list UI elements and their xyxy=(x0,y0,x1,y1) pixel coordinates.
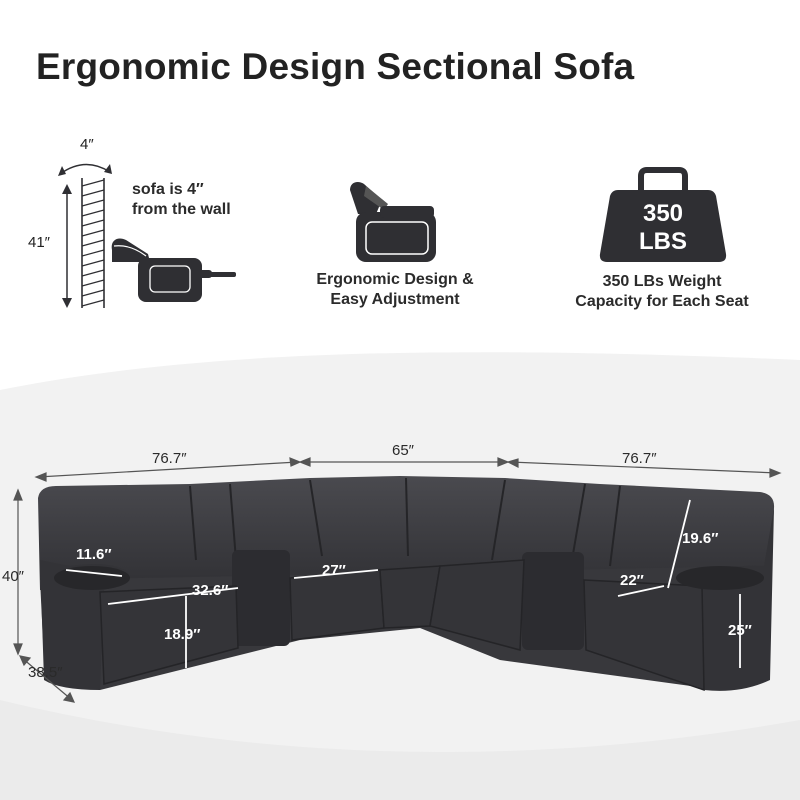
seat-width-left-label: 32.6″ xyxy=(192,582,229,599)
arm-height-label: 25″ xyxy=(728,622,752,639)
wall-text-line2: from the wall xyxy=(132,201,231,218)
wall-height-label: 41″ xyxy=(28,234,50,251)
height-label: 40″ xyxy=(2,568,24,585)
page-title: Ergonomic Design Sectional Sofa xyxy=(36,46,635,87)
weight-line2: Capacity for Each Seat xyxy=(575,293,749,310)
ergonomic-line2: Easy Adjustment xyxy=(330,291,460,308)
weight-badge-unit: LBS xyxy=(639,228,687,255)
right-width-label: 76.7″ xyxy=(622,450,657,467)
wall-gap-label: 4″ xyxy=(80,136,94,153)
left-width-label: 76.7″ xyxy=(152,450,187,467)
ergonomic-text: Ergonomic Design & Easy Adjustment xyxy=(290,270,500,310)
arm-width-label: 11.6″ xyxy=(76,546,112,563)
depth-label: 38.5″ xyxy=(28,664,63,681)
seat-height-label: 18.9″ xyxy=(164,626,201,643)
wall-distance-text: sofa is 4″ from the wall xyxy=(132,180,231,220)
weight-badge-number: 350 xyxy=(642,200,684,227)
seat-depth-label: 22″ xyxy=(620,572,644,589)
back-height-label: 19.6″ xyxy=(682,530,719,547)
seat-width-mid-label: 27″ xyxy=(322,562,346,579)
middle-width-label: 65″ xyxy=(392,442,414,459)
weight-line1: 350 LBs Weight xyxy=(602,273,722,290)
ergonomic-line1: Ergonomic Design & xyxy=(316,271,474,288)
wall-text-line1: sofa is 4″ xyxy=(132,181,204,198)
weight-text: 350 LBs Weight Capacity for Each Seat xyxy=(540,272,784,312)
